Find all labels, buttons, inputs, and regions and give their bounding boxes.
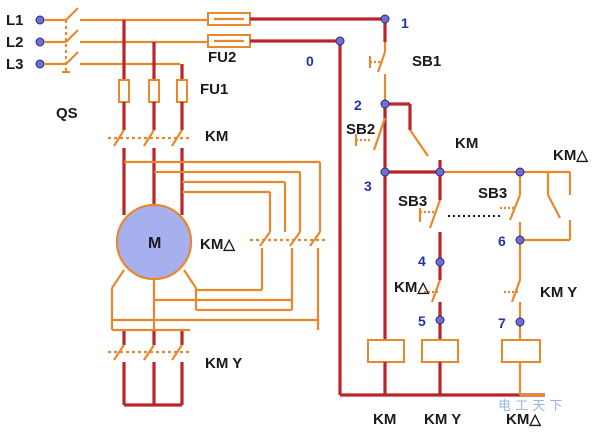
watermark-text: 电 工 天 下 xyxy=(498,399,562,414)
node-3b-dot xyxy=(435,167,445,177)
node-4-dot xyxy=(435,257,445,267)
label-l2: L2 xyxy=(6,34,24,51)
label-sb3-left: SB3 xyxy=(398,193,427,210)
km-delta-main-contacts xyxy=(250,231,328,330)
sb3-right-button xyxy=(500,194,522,221)
sb2-start-button xyxy=(354,117,387,151)
terminal-l3 xyxy=(35,59,45,69)
node-label-1: 1 xyxy=(401,15,409,31)
terminal-l1 xyxy=(35,15,45,25)
km-y-interlock xyxy=(504,279,522,303)
label-km-hold: KM xyxy=(455,135,478,152)
node-3c-dot xyxy=(515,167,525,177)
node-7-dot xyxy=(515,317,525,327)
label-coil-kmy: KM Y xyxy=(424,411,461,428)
label-coil-kmdelta: KM△ xyxy=(506,411,541,428)
qs-switch xyxy=(62,7,79,74)
node-1-dot xyxy=(380,14,390,24)
node-5-dot xyxy=(435,315,445,325)
label-fu2: FU2 xyxy=(208,49,236,66)
label-km-delta-main: KM△ xyxy=(200,236,235,253)
fu1-fuses xyxy=(118,79,188,103)
label-qs: QS xyxy=(56,105,78,122)
terminal-l2 xyxy=(35,37,45,47)
node-0-dot xyxy=(335,36,345,46)
label-km-y-main: KM Y xyxy=(205,355,242,372)
sb3-left-button xyxy=(418,199,442,229)
node-label-2: 2 xyxy=(354,97,362,113)
label-km-main: KM xyxy=(205,128,228,145)
node-label-4: 4 xyxy=(418,253,426,269)
label-sb2: SB2 xyxy=(346,121,375,138)
coil-kmy xyxy=(421,339,459,363)
node-label-5: 5 xyxy=(418,313,426,329)
label-km-delta-top: KM△ xyxy=(553,147,588,164)
label-km-delta-interlock: KM△ xyxy=(394,279,429,296)
node-label-0: 0 xyxy=(306,53,314,69)
label-l1: L1 xyxy=(6,12,24,29)
node-6-dot xyxy=(515,235,525,245)
label-motor: M xyxy=(148,235,161,252)
label-sb1: SB1 xyxy=(412,53,441,70)
node-3-dot xyxy=(380,167,390,177)
label-l3: L3 xyxy=(6,56,24,73)
phase-terminals xyxy=(35,15,66,69)
coil-kmdelta xyxy=(501,339,541,363)
label-sb3-right: SB3 xyxy=(478,185,507,202)
node-label-6: 6 xyxy=(498,233,506,249)
km-delta-interlock xyxy=(424,279,442,303)
sb1-stop-button xyxy=(368,42,387,100)
label-coil-km: KM xyxy=(373,411,396,428)
node-label-7: 7 xyxy=(498,315,506,331)
label-km-y-interlock: KM Y xyxy=(540,284,577,301)
fu2-fuses xyxy=(207,12,251,48)
km-y-main-contacts xyxy=(108,328,190,407)
node-2-dot xyxy=(380,99,390,109)
km-main-contacts xyxy=(108,129,190,147)
km-delta-hold-contact xyxy=(546,172,561,219)
node-label-3: 3 xyxy=(364,178,372,194)
coil-km xyxy=(367,339,405,363)
label-fu1: FU1 xyxy=(200,81,228,98)
